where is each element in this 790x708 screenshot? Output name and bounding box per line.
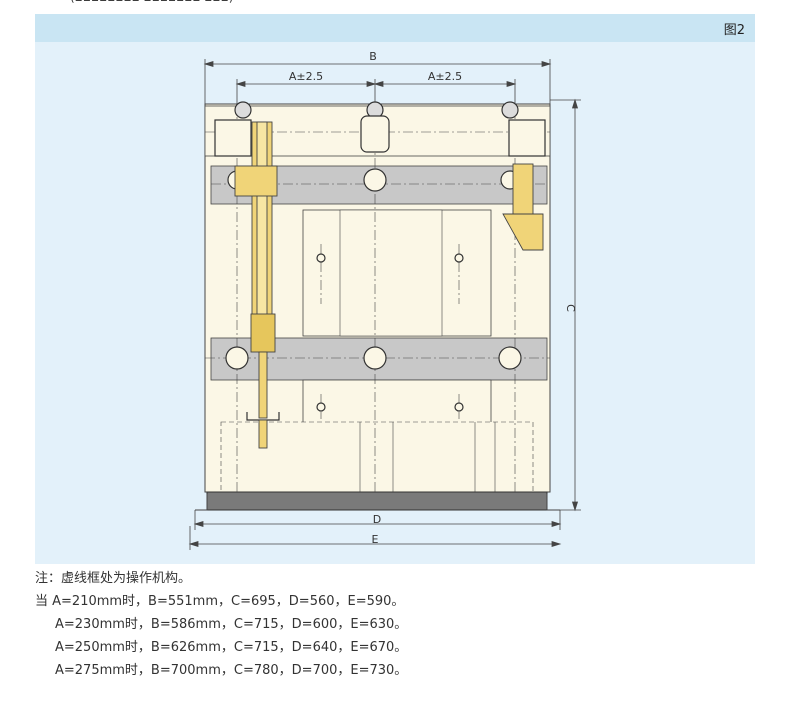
figure-panel: 图2 — [35, 14, 755, 564]
notes-intro: 注：虚线框处为操作机构。 — [35, 571, 192, 586]
dim-a-left-label: A±2.5 — [289, 70, 323, 83]
technical-drawing: B A±2.5 A±2.5 C D E — [188, 50, 581, 550]
dim-b-label: B — [369, 50, 377, 63]
dim-c-label: C — [564, 304, 577, 312]
notes-row-2: A=230mm时，B=586mm，C=715，D=600，E=630。 — [55, 617, 408, 632]
notes-row-3: A=250mm时，B=626mm，C=715，D=640，E=670。 — [55, 640, 408, 655]
dim-e-label: E — [372, 533, 379, 546]
dim-d-label: D — [373, 513, 381, 526]
operating-mechanism — [234, 121, 544, 449]
dim-a-right-label: A±2.5 — [428, 70, 462, 83]
clipped-top-caption: (▪▪▪▪▪▪▪▪ ▪▪▪▪▪▪▪ ▪▪▪) — [70, 0, 390, 4]
notes-row-4: A=275mm时，B=700mm，C=780，D=700，E=730。 — [55, 663, 408, 678]
figure-label: 图2 — [723, 23, 745, 38]
figure-header-band: 图2 — [35, 14, 755, 42]
notes-row-1: 当 A=210mm时，B=551mm，C=695，D=560，E=590。 — [35, 594, 405, 609]
transformer-body — [195, 103, 560, 511]
dimension-notes: 注：虚线框处为操作机构。 当 A=210mm时，B=551mm，C=695，D=… — [35, 567, 407, 682]
